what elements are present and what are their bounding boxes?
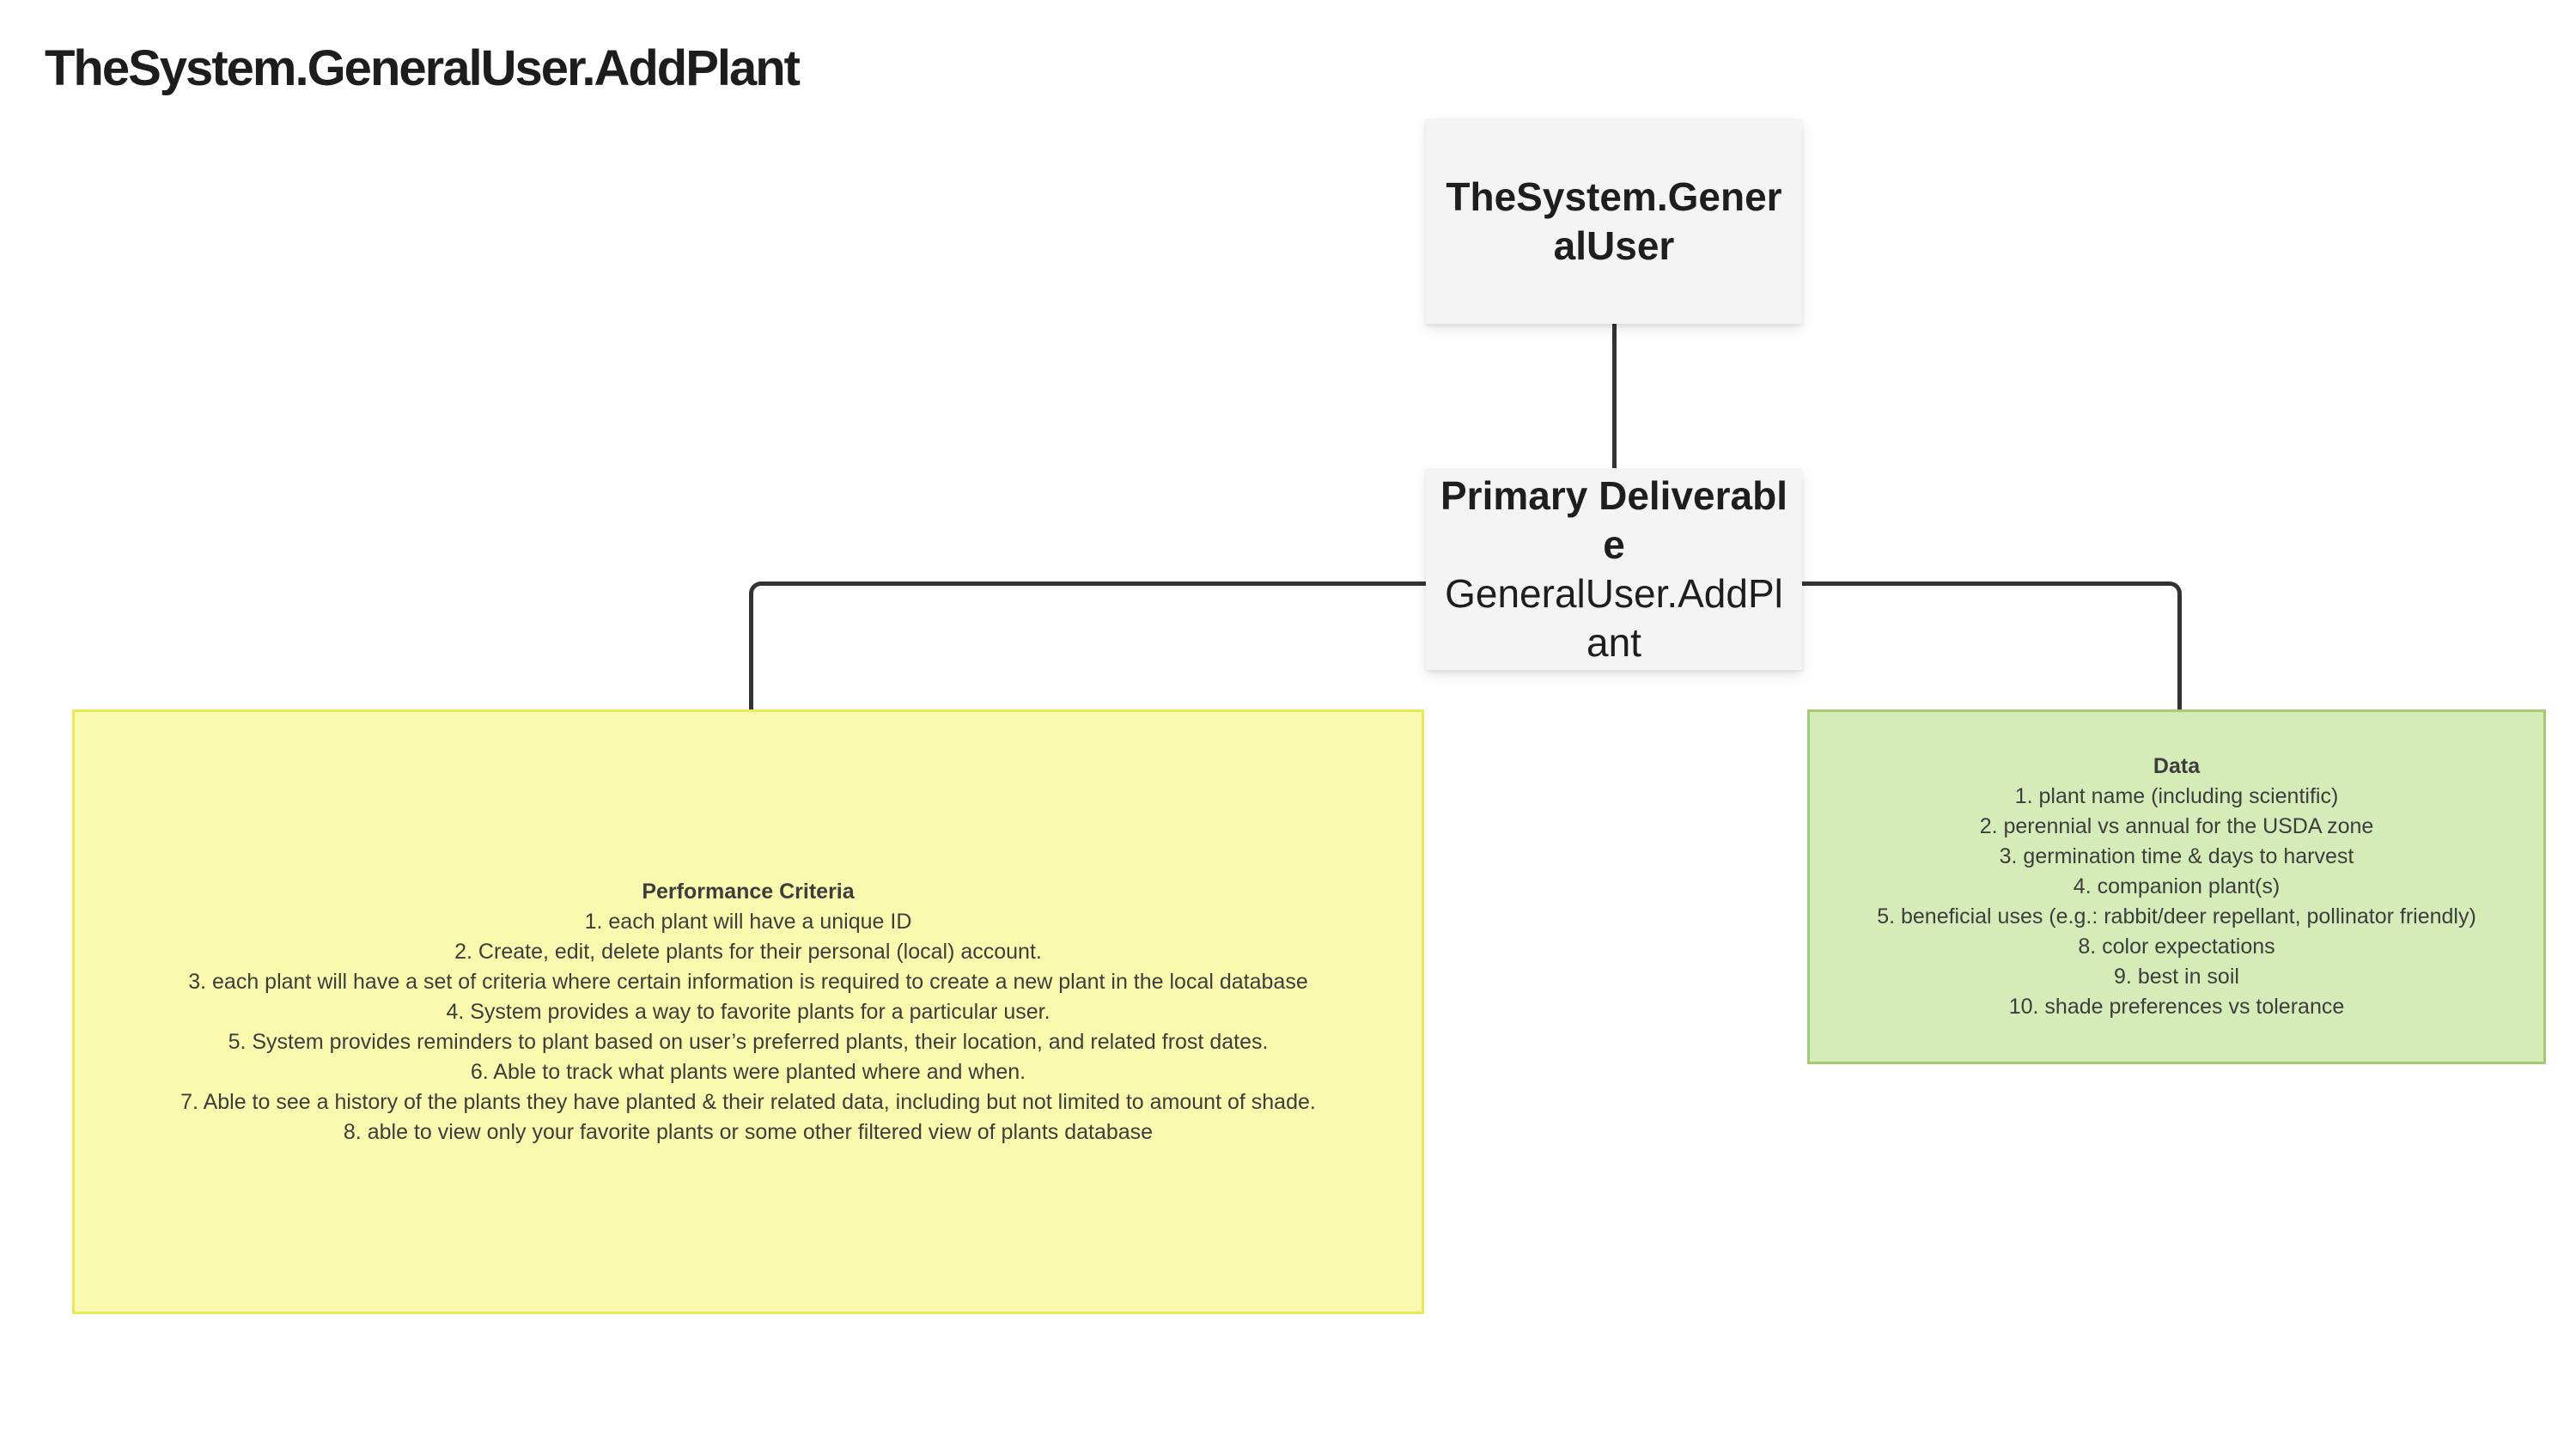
performance-item: 5. System provides reminders to plant ba…	[228, 1029, 1269, 1054]
data-item: 4. companion plant(s)	[2073, 874, 2281, 898]
connector-deliverable-to-performance	[749, 581, 1426, 710]
data-title: Data	[2153, 754, 2201, 778]
node-root-thesystem-generaluser[interactable]: TheSystem.GeneralUser	[1426, 119, 1802, 324]
data-item: 8. color expectations	[2078, 935, 2275, 959]
connector-root-to-deliverable	[1612, 324, 1617, 470]
deliverable-node-title: Primary Deliverable	[1440, 472, 1787, 567]
node-primary-deliverable[interactable]: Primary Deliverable GeneralUser.AddPlant	[1426, 468, 1802, 670]
data-item: 9. best in soil	[2114, 965, 2239, 989]
performance-item: 8. able to view only your favorite plant…	[343, 1119, 1154, 1144]
data-item: 5. beneficial uses (e.g.: rabbit/deer re…	[1877, 904, 2476, 928]
performance-criteria-title: Performance Criteria	[642, 879, 855, 904]
data-item: 10. shade preferences vs tolerance	[2008, 995, 2345, 1019]
performance-item: 2. Create, edit, delete plants for their…	[454, 939, 1042, 964]
performance-item: 1. each plant will have a unique ID	[584, 909, 912, 934]
data-item: 3. germination time & days to harvest	[1999, 844, 2354, 868]
connector-deliverable-to-data	[1802, 581, 2182, 710]
node-performance-criteria[interactable]: Performance Criteria 1. each plant will …	[72, 709, 1424, 1314]
deliverable-node-subtitle: GeneralUser.AddPlant	[1445, 570, 1783, 665]
node-data[interactable]: Data 1. plant name (including scientific…	[1807, 709, 2546, 1064]
root-node-label: TheSystem.GeneralUser	[1446, 174, 1782, 268]
data-item: 2. perennial vs annual for the USDA zone	[1979, 814, 2374, 838]
performance-item: 7. Able to see a history of the plants t…	[180, 1089, 1316, 1114]
performance-item: 4. System provides a way to favorite pla…	[446, 999, 1050, 1024]
performance-item: 6. Able to track what plants were plante…	[470, 1059, 1026, 1084]
page-title: TheSystem.GeneralUser.AddPlant	[45, 40, 801, 96]
performance-item: 3. each plant will have a set of criteri…	[188, 969, 1308, 994]
data-item: 1. plant name (including scientific)	[2014, 784, 2339, 808]
